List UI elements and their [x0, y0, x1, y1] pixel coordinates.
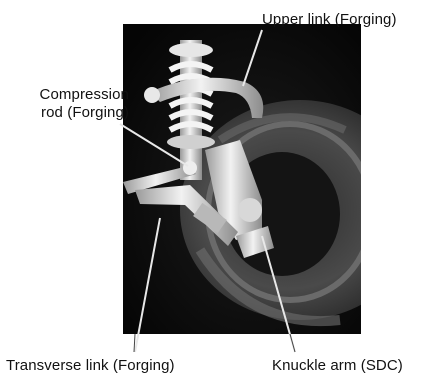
label-compression-rod: Compression rod (Forging) — [9, 86, 129, 122]
label-knuckle-arm: Knuckle arm (SDC) — [272, 357, 403, 375]
label-compression-rod-line1: Compression — [9, 86, 129, 104]
label-compression-rod-line2: rod (Forging) — [9, 104, 129, 122]
label-upper-link: Upper link (Forging) — [262, 11, 397, 29]
label-transverse-link: Transverse link (Forging) — [6, 357, 175, 375]
